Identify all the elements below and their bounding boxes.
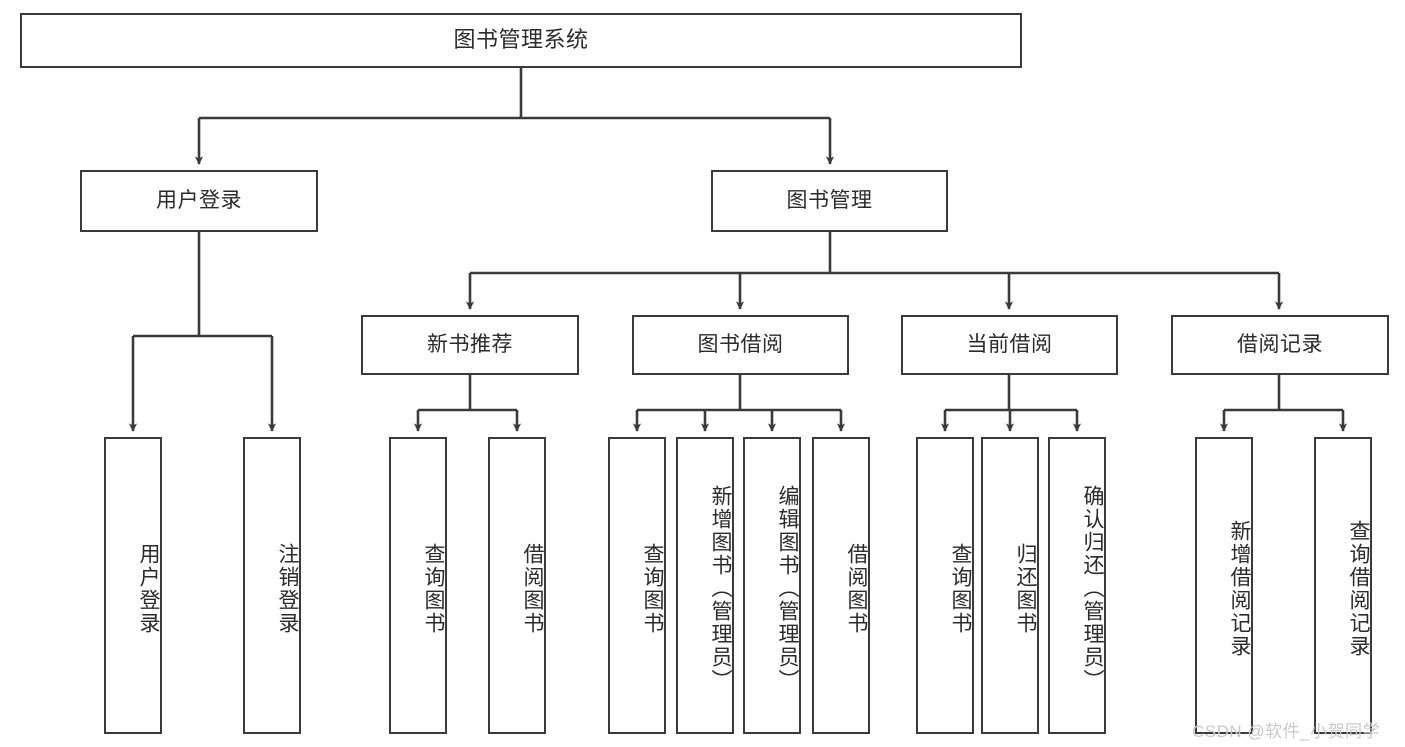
- leaf-current-borrow-2[interactable]: 确认归还（管理员）: [1048, 437, 1106, 734]
- node-borrow-record[interactable]: 借阅记录: [1171, 315, 1389, 375]
- leaf-current-borrow-1-label: 归还图书: [1014, 542, 1037, 635]
- leaf-book-borrow-3-label: 借阅图书: [845, 542, 868, 635]
- leaf-book-borrow-1-label: 新增图书（管理员）: [709, 485, 732, 692]
- leaf-current-borrow-2-label: 确认归还（管理员）: [1081, 485, 1104, 692]
- node-current-borrow[interactable]: 当前借阅: [901, 315, 1118, 375]
- leaf-new-book-1[interactable]: 借阅图书: [488, 437, 546, 734]
- leaf-book-borrow-3[interactable]: 借阅图书: [812, 437, 870, 734]
- leaf-current-borrow-1[interactable]: 归还图书: [981, 437, 1039, 734]
- node-borrow-record-label: 借阅记录: [1237, 333, 1323, 357]
- leaf-user-login-0[interactable]: 用户登录: [104, 437, 162, 734]
- leaf-borrow-record-0-label: 新增借阅记录: [1228, 519, 1251, 658]
- node-current-borrow-label: 当前借阅: [966, 333, 1053, 357]
- leaf-new-book-1-label: 借阅图书: [521, 542, 544, 635]
- leaf-book-borrow-0[interactable]: 查询图书: [608, 437, 666, 734]
- node-user-login[interactable]: 用户登录: [80, 170, 318, 232]
- leaf-user-login-0-label: 用户登录: [137, 542, 160, 635]
- node-book-borrow-label: 图书借阅: [697, 333, 784, 357]
- leaf-borrow-record-0[interactable]: 新增借阅记录: [1195, 437, 1253, 734]
- leaf-borrow-record-1[interactable]: 查询借阅记录: [1314, 437, 1372, 734]
- leaf-borrow-record-1-label: 查询借阅记录: [1347, 519, 1370, 658]
- node-new-book-recommend-label: 新书推荐: [427, 333, 513, 357]
- node-user-login-label: 用户登录: [156, 189, 242, 213]
- node-book-borrow[interactable]: 图书借阅: [632, 315, 849, 375]
- leaf-book-borrow-0-label: 查询图书: [641, 542, 664, 635]
- leaf-book-borrow-2[interactable]: 编辑图书（管理员）: [743, 437, 801, 734]
- node-root[interactable]: 图书管理系统: [20, 13, 1022, 68]
- leaf-current-borrow-0[interactable]: 查询图书: [916, 437, 974, 734]
- leaf-book-borrow-1[interactable]: 新增图书（管理员）: [676, 437, 734, 734]
- leaf-new-book-0[interactable]: 查询图书: [389, 437, 447, 734]
- leaf-new-book-0-label: 查询图书: [422, 542, 445, 635]
- leaf-user-login-1-label: 注销登录: [276, 542, 299, 635]
- leaf-user-login-1[interactable]: 注销登录: [243, 437, 301, 734]
- node-book-manage-label: 图书管理: [786, 189, 873, 213]
- leaf-book-borrow-2-label: 编辑图书（管理员）: [776, 485, 799, 692]
- node-root-label: 图书管理系统: [453, 27, 589, 53]
- leaf-current-borrow-0-label: 查询图书: [949, 542, 972, 635]
- csdn-watermark: CSDN @软件_小贺同学: [1192, 722, 1381, 741]
- node-new-book-recommend[interactable]: 新书推荐: [361, 315, 579, 375]
- node-book-manage[interactable]: 图书管理: [711, 170, 948, 232]
